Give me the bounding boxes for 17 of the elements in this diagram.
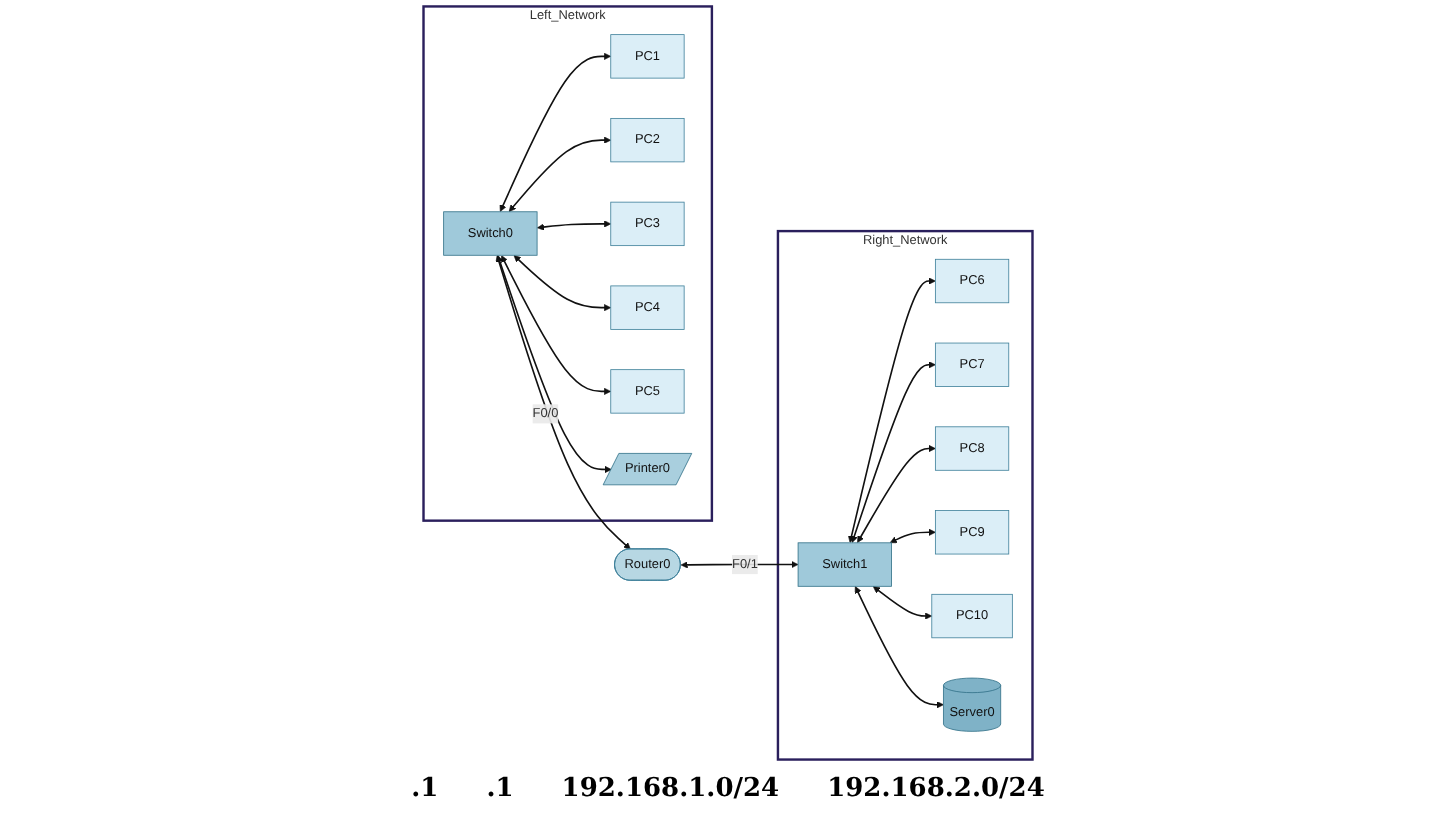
arrow [495,255,631,550]
network-label: 192.168.2.0/24 [827,774,1045,804]
arrow [889,528,936,544]
arrow [513,255,612,312]
arrow [854,586,944,709]
network-label: .1 [486,774,514,804]
network-label: .1 [411,774,439,804]
arrow [499,52,612,212]
network-label: 192.168.1.0/24 [561,774,780,804]
arrow [857,445,936,543]
arrow [872,586,933,620]
arrow [537,220,612,231]
arrow [850,361,936,543]
arrow [496,255,612,473]
arrow [501,255,612,395]
arrow [848,277,936,543]
arrow [508,136,612,212]
